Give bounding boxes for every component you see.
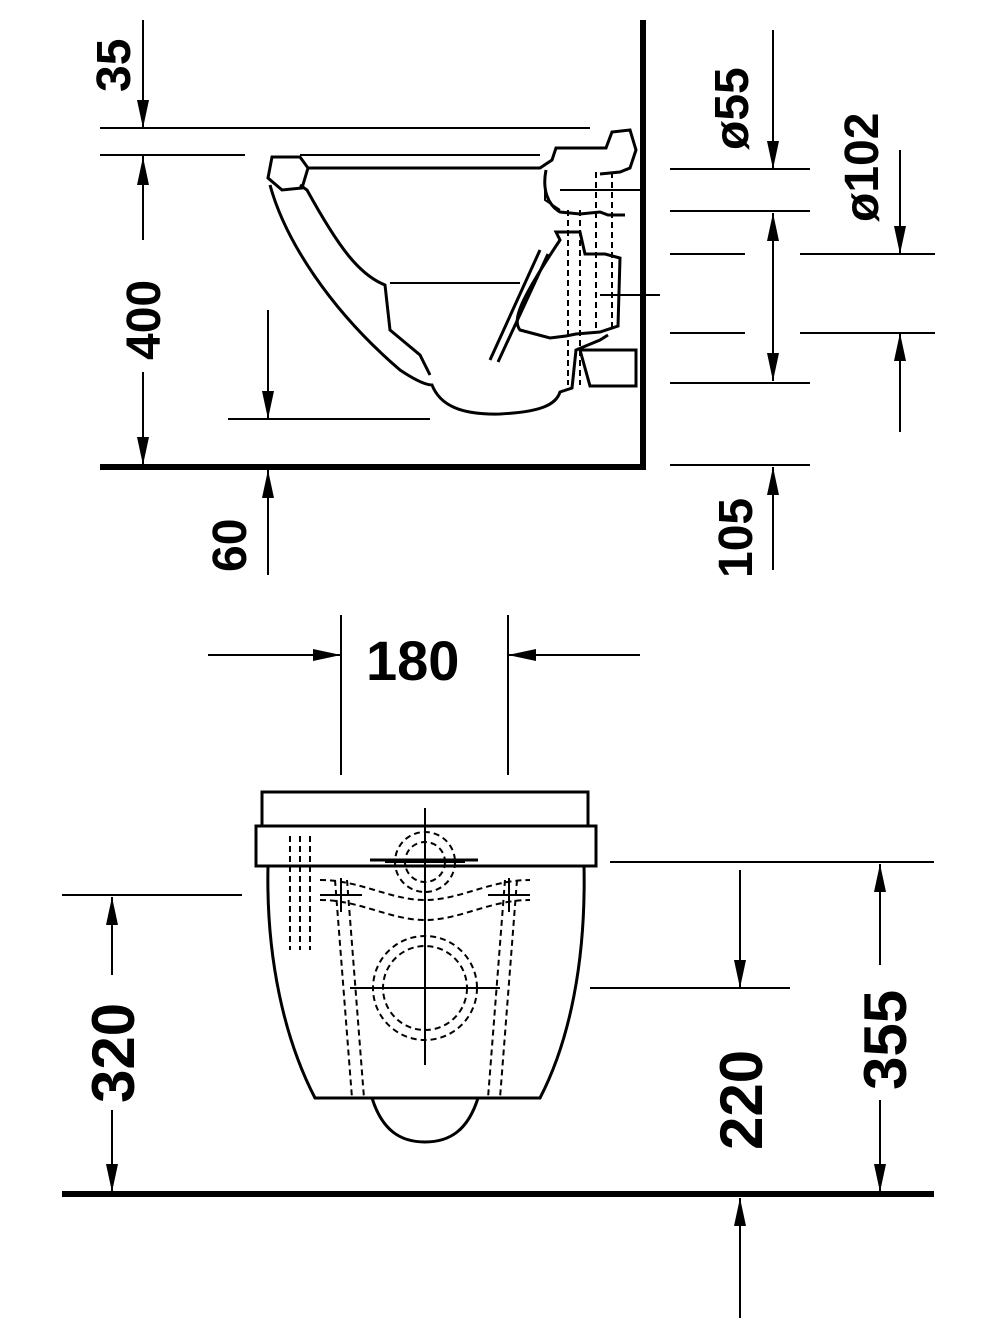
dim-320-arrow-top — [106, 897, 118, 925]
dim-180-label: 180 — [366, 629, 459, 692]
dim-400-arrow-bot — [137, 437, 149, 465]
dim-d102-label: ø102 — [836, 113, 889, 222]
bowl-inner-slope — [488, 249, 550, 363]
flush-inlet — [390, 175, 640, 284]
dim-220-label: 220 — [708, 1050, 775, 1150]
fixing-bolt-right — [487, 879, 518, 1099]
dim-60-arrow-bot — [262, 470, 274, 498]
dim-355-arrow-top — [874, 864, 886, 892]
dim-355-label: 355 — [852, 990, 919, 1090]
bowl-foot — [370, 1097, 480, 1144]
outlet-pipe — [578, 348, 638, 388]
dim-d102-arrow-bot — [894, 333, 906, 361]
dim-60-arrow-top — [262, 391, 274, 419]
dim-355-arrow-bot — [874, 1164, 886, 1192]
dim-60-label: 60 — [204, 519, 257, 572]
dim-35-arrow — [137, 100, 149, 128]
dim-180-arrow-right — [508, 649, 536, 661]
dim-220-arrow-top — [734, 960, 746, 988]
front-view: 180 320 — [62, 615, 934, 1318]
dim-105-span-arrow-bot — [767, 353, 779, 381]
side-view: 35 400 60 ø55 ø102 105 — [88, 20, 935, 578]
dim-400-label: 400 — [118, 280, 171, 360]
bowl-body — [266, 865, 586, 1100]
dim-d102-arrow-top — [894, 226, 906, 254]
dim-105-span-arrow-top — [767, 213, 779, 241]
dim-180-arrow-left — [313, 649, 341, 661]
dim-220-arrow-bot — [734, 1198, 746, 1226]
seat-rim — [254, 824, 598, 868]
dim-400-arrow-top — [137, 157, 149, 185]
dim-105-label: 105 — [710, 498, 763, 578]
dim-105-arrow-bot — [767, 467, 779, 495]
fixing-rail — [319, 879, 531, 922]
dim-320-arrow-bot — [106, 1164, 118, 1192]
bowl-trap — [515, 230, 622, 340]
dim-d55-label: ø55 — [706, 67, 759, 150]
seat-hinge-left — [289, 836, 311, 950]
dim-35-label: 35 — [88, 39, 141, 92]
dim-320-label: 320 — [80, 1003, 147, 1103]
dim-d55-arrow-top — [767, 141, 779, 169]
fixing-bolt-left — [334, 879, 365, 1099]
bowl-outline — [266, 128, 638, 416]
